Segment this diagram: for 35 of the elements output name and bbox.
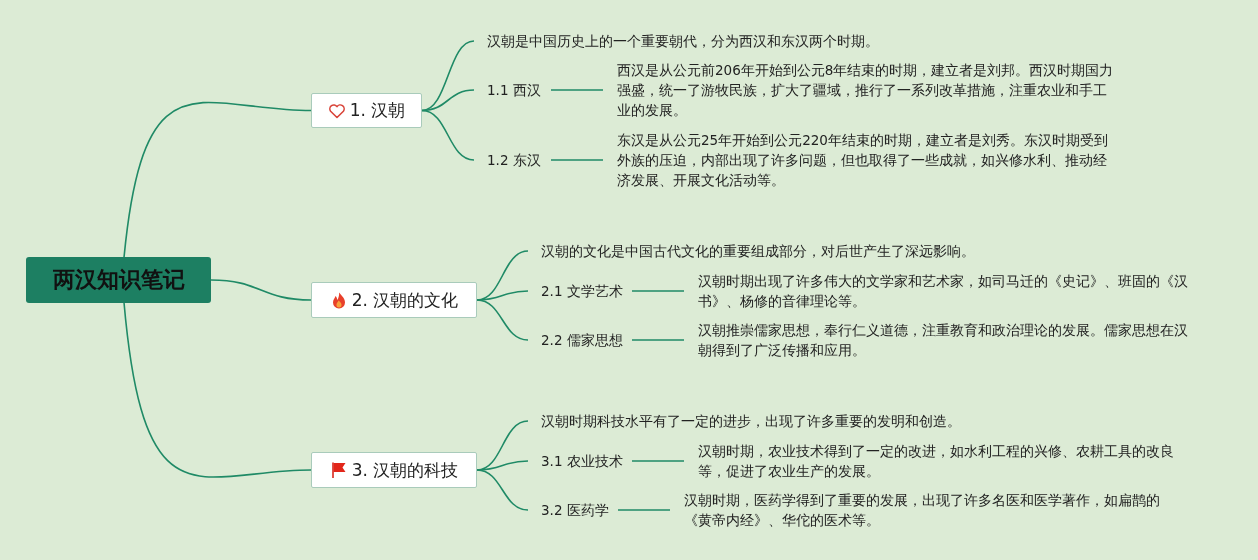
- branch-text: 1.2 东汉: [474, 150, 551, 170]
- branch-text: 2.1 文学艺术: [528, 281, 632, 301]
- branch-line: [617, 509, 671, 511]
- branch-text: 汉朝的文化是中国古代文化的重要组成部分，对后世产生了深远影响。: [528, 241, 975, 261]
- branch-text: 3.1 农业技术: [528, 451, 632, 471]
- topic-box: [311, 282, 477, 318]
- topic-box: [311, 93, 422, 128]
- branch-line: [631, 339, 685, 341]
- branch-text: 3.2 医药学: [528, 500, 618, 520]
- branch-line: [476, 469, 529, 511]
- note-text: 汉朝时期出现了许多伟大的文学家和艺术家，如司马迁的《史记》、班固的《汉书》、杨修的音律理论等。: [684, 271, 1196, 311]
- branch-line: [550, 159, 604, 161]
- topic-label: 1. 汉朝: [349, 99, 406, 122]
- note-text: 西汉是从公元前206年开始到公元8年结束的时期，建立者是刘邦。西汉时期国力强盛，统一了游牧民族，扩大了疆域，推行了一系列改革措施，注重农业和手工业的发展。: [603, 60, 1117, 120]
- branch-text: 1.1 西汉: [474, 80, 551, 100]
- topic-label: 3. 汉朝的科技: [351, 458, 459, 482]
- topic-box: [311, 452, 477, 488]
- branch-line: [631, 290, 685, 292]
- branch-line: [210, 279, 312, 301]
- branch-text: 汉朝是中国历史上的一个重要朝代，分为西汉和东汉两个时期。: [474, 31, 879, 51]
- branch-line: [421, 40, 475, 112]
- branch-line: [550, 89, 604, 91]
- branch-text: 2.2 儒家思想: [528, 330, 632, 350]
- central-topic-box: 两汉知识笔记: [26, 257, 211, 303]
- branch-line: [123, 302, 312, 478]
- note-text: 汉朝时期，农业技术得到了一定的改进，如水利工程的兴修、农耕工具的改良等，促进了农业生产的发展。: [684, 441, 1182, 481]
- topic-label: 2. 汉朝的文化: [351, 288, 459, 312]
- branch-line: [421, 109, 475, 161]
- note-text: 汉朝推崇儒家思想，奉行仁义道德，注重教育和政治理论的发展。儒家思想在汉朝得到了广泛传播和应用。: [684, 320, 1196, 360]
- branch-line: [631, 460, 685, 462]
- branch-line: [123, 101, 312, 258]
- note-text: 汉朝时期，医药学得到了重要的发展，出现了许多名医和医学著作，如扁鹊的《黄帝内经》、华佗的医术等。: [670, 490, 1168, 530]
- branch-text: 汉朝时期科技水平有了一定的进步，出现了许多重要的发明和创造。: [528, 411, 961, 431]
- note-text: 东汉是从公元25年开始到公元220年结束的时期，建立者是刘秀。东汉时期受到外族的压迫，内部出现了许多问题，但也取得了一些成就，如兴修水利、推动经济发展、开展文化活动等。: [603, 130, 1117, 190]
- branch-line: [476, 299, 529, 341]
